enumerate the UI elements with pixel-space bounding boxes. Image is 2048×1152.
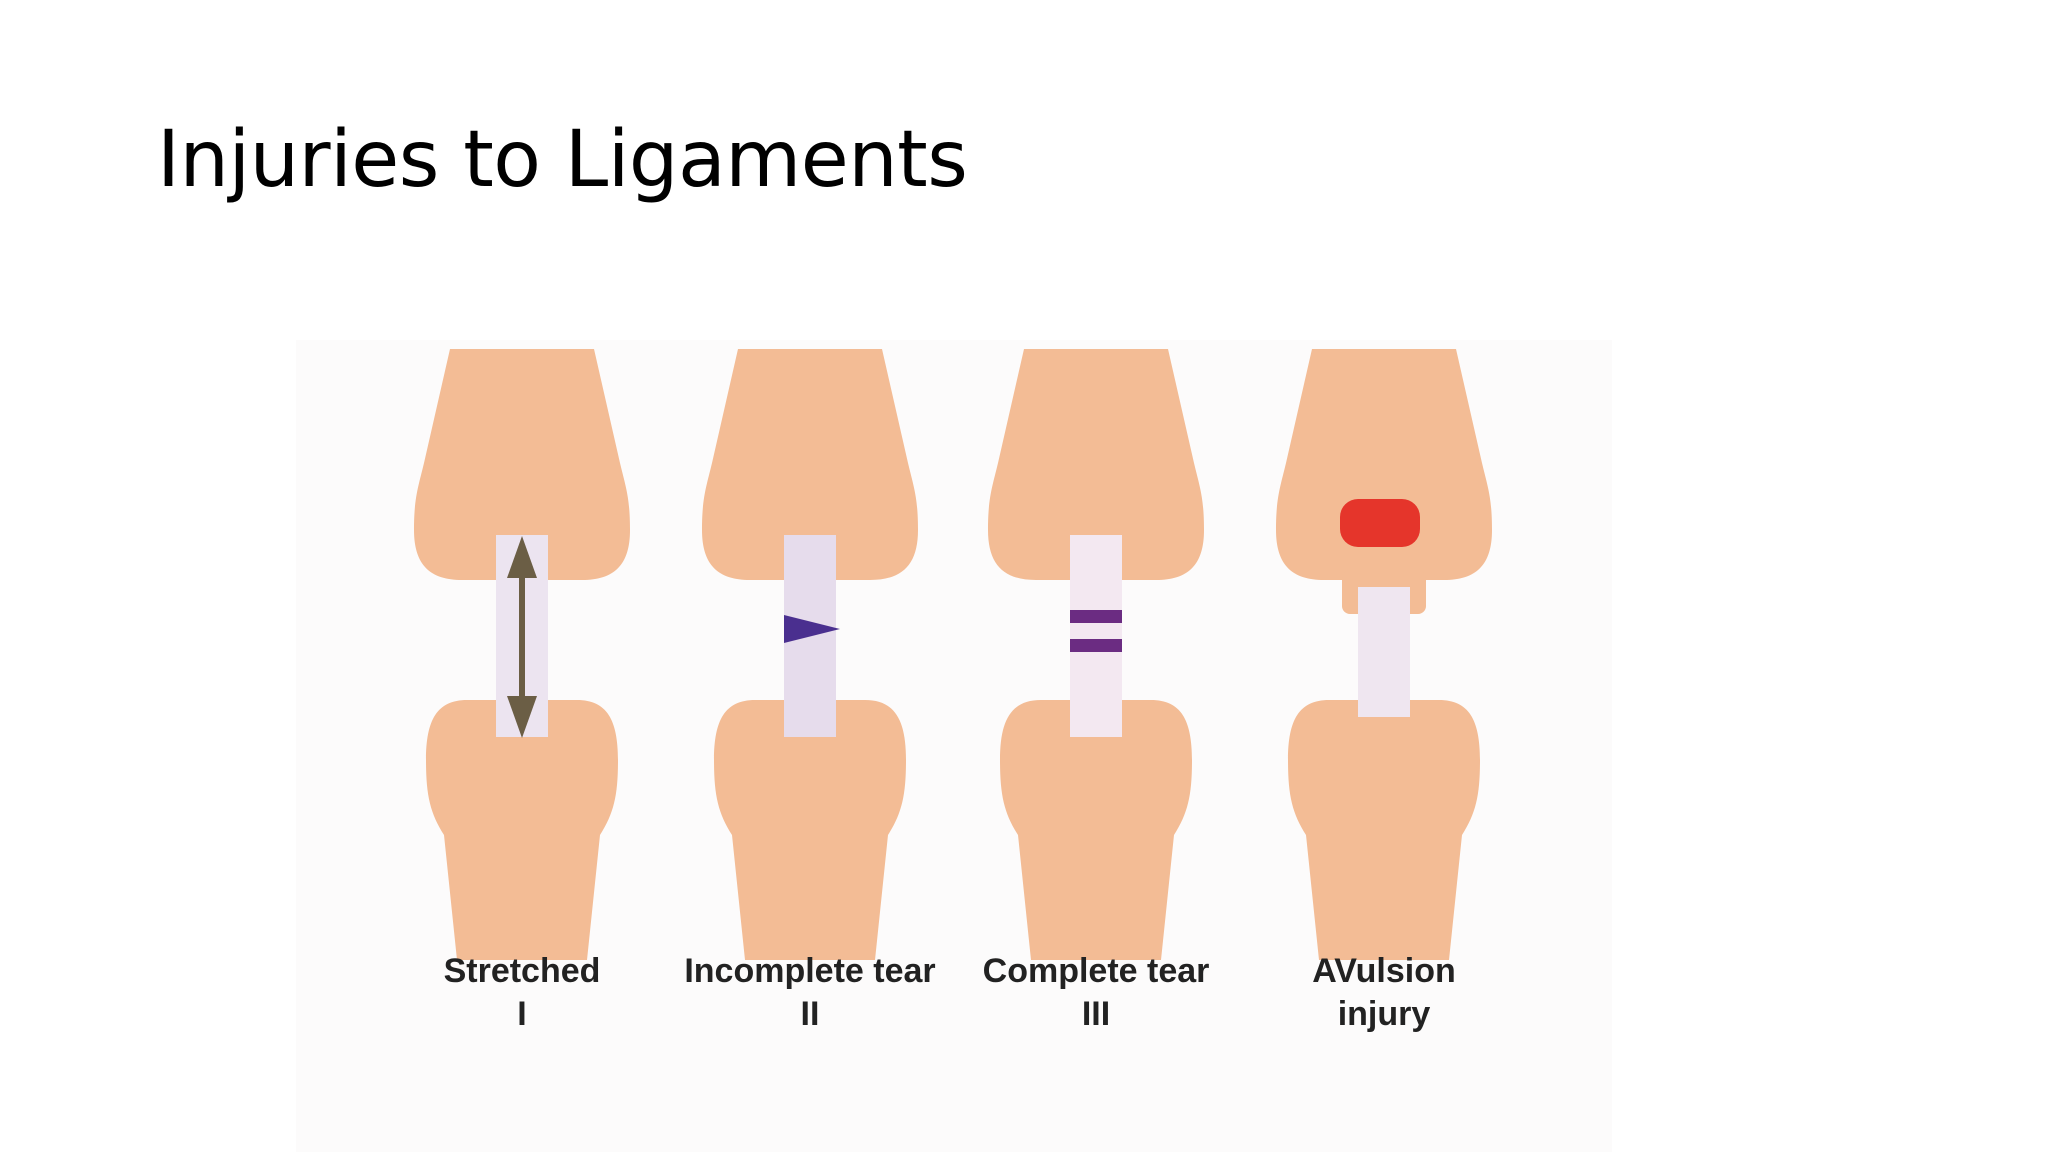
lower-bone [714, 700, 906, 960]
lower-bone [1288, 700, 1480, 960]
caption-stretched-line2: I [517, 995, 526, 1033]
tear-bars-icon [1070, 610, 1122, 652]
caption-avulsion-line1: AVulsion [1312, 952, 1456, 990]
panel-stretched: Stretched I [414, 349, 630, 1033]
caption-complete-tear-line1: Complete tear [983, 952, 1210, 990]
ligament-complete-tear [1070, 535, 1122, 737]
caption-incomplete-tear-line1: Incomplete tear [684, 952, 935, 990]
panel-incomplete-tear: Incomplete tear II [684, 349, 936, 1033]
avulsion-site-icon [1340, 499, 1420, 547]
tear-wedge-icon [784, 615, 840, 643]
caption-avulsion-line2: injury [1338, 995, 1431, 1033]
caption-stretched-line1: Stretched [444, 952, 601, 990]
lower-bone [426, 700, 618, 960]
caption-complete-tear-line2: III [1082, 995, 1110, 1033]
panel-complete-tear: Complete tear III [983, 349, 1210, 1033]
caption-incomplete-tear-line2: II [801, 995, 820, 1033]
lower-bone [1000, 700, 1192, 960]
ligament-avulsion [1358, 587, 1410, 717]
slide-title: Injuries to Ligaments [157, 115, 968, 205]
double-arrow-icon [507, 536, 537, 738]
panel-avulsion-injury: AVulsion injury [1276, 349, 1492, 1033]
